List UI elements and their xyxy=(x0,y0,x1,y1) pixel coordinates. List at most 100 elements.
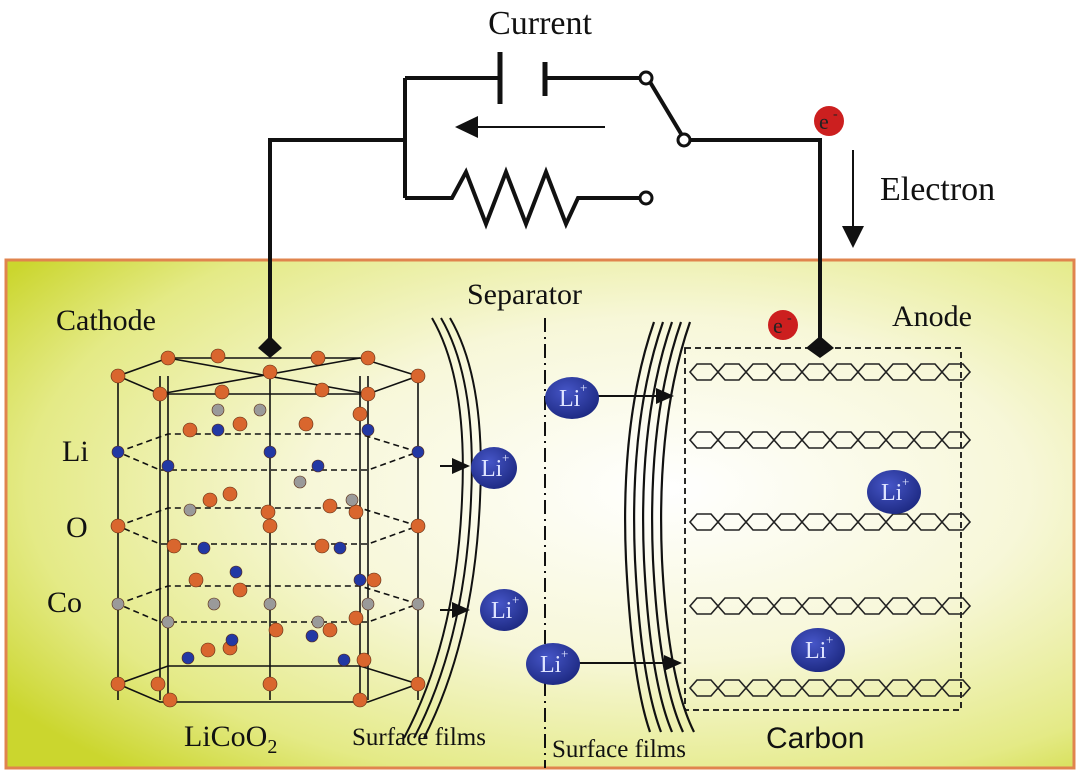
svg-text:+: + xyxy=(826,632,833,647)
electron-flow-arrow xyxy=(842,150,864,248)
graphite-layers xyxy=(688,363,972,697)
oxygen-atom xyxy=(214,384,230,400)
anode-frame xyxy=(684,347,962,711)
oxygen-atom xyxy=(162,692,178,708)
svg-text:e: e xyxy=(773,313,783,338)
lithium-ion: Li+ xyxy=(471,447,517,489)
legend-co-label: Co xyxy=(47,586,82,619)
oxygen-atom xyxy=(314,382,330,398)
svg-text:Li: Li xyxy=(805,638,827,664)
electron-label: Electron xyxy=(880,171,995,208)
oxygen-atom xyxy=(360,350,376,366)
oxygen-atom xyxy=(352,692,368,708)
svg-text:+: + xyxy=(561,646,568,661)
switch xyxy=(638,70,692,206)
lithium-ion: Li+ xyxy=(791,628,845,672)
oxygen-atom xyxy=(110,518,126,534)
oxygen-atom xyxy=(200,642,216,658)
external-circuit xyxy=(268,52,822,345)
surface-films-right-label: Surface films xyxy=(552,736,686,763)
cobalt-atom xyxy=(411,597,425,611)
graphite-layer xyxy=(688,597,972,615)
current-arrow xyxy=(455,116,605,138)
lithium-ions: Li+Li+Li+Li+Li+Li+ xyxy=(471,377,921,685)
lithium-atom xyxy=(411,445,425,459)
current-label: Current xyxy=(488,5,592,42)
legend-o-label: O xyxy=(66,511,88,544)
cobalt-atom xyxy=(207,597,221,611)
svg-text:Li: Li xyxy=(881,480,903,506)
oxygen-atom xyxy=(166,538,182,554)
cathode-label: Cathode xyxy=(56,304,156,337)
oxygen-atom xyxy=(262,364,278,380)
lithium-ion: Li+ xyxy=(526,643,580,685)
oxygen-atom xyxy=(356,652,372,668)
graphite-layer xyxy=(688,679,972,697)
oxygen-atom xyxy=(262,676,278,692)
oxygen-atom xyxy=(348,610,364,626)
cobalt-atom xyxy=(183,503,197,517)
oxygen-atom xyxy=(210,348,226,364)
oxygen-atom xyxy=(314,538,330,554)
oxygen-atom xyxy=(352,406,368,422)
oxygen-atom xyxy=(110,676,126,692)
oxygen-atom xyxy=(152,386,168,402)
cobalt-atom xyxy=(161,615,175,629)
svg-text:-: - xyxy=(833,107,838,122)
oxygen-atom xyxy=(110,368,126,384)
surface-films-right xyxy=(624,321,695,733)
oxygen-atom xyxy=(298,416,314,432)
lithium-atom xyxy=(225,633,239,647)
oxygen-atom xyxy=(410,368,426,384)
lithium-atom xyxy=(181,651,195,665)
lithium-atom xyxy=(111,445,125,459)
svg-text:-: - xyxy=(787,311,792,326)
lithium-ion: Li+ xyxy=(480,589,528,631)
licoo2-lattice xyxy=(110,348,426,708)
cobalt-atom xyxy=(263,597,277,611)
lithium-atom xyxy=(211,423,225,437)
oxygen-atom xyxy=(182,422,198,438)
oxygen-atom xyxy=(232,416,248,432)
oxygen-atom xyxy=(366,572,382,588)
electron-anode: e - xyxy=(768,310,798,340)
svg-text:Li: Li xyxy=(540,652,562,678)
oxygen-atom xyxy=(202,492,218,508)
lithium-ion: Li+ xyxy=(867,470,921,514)
svg-text:+: + xyxy=(902,474,909,489)
cobalt-atom xyxy=(211,403,225,417)
cell-panel xyxy=(4,258,1076,770)
oxygen-atom xyxy=(232,582,248,598)
separator-label: Separator xyxy=(467,278,582,311)
lithium-atom xyxy=(337,653,351,667)
lithium-atom xyxy=(311,459,325,473)
electron-top: e - xyxy=(814,106,844,136)
graphite-layer xyxy=(688,513,972,531)
anode-terminal xyxy=(806,336,834,358)
svg-text:+: + xyxy=(502,450,509,465)
svg-text:Li: Li xyxy=(559,386,581,412)
cathode-material-label: LiCoO2 xyxy=(184,720,277,758)
lithium-atom xyxy=(361,423,375,437)
lithium-atom xyxy=(263,445,277,459)
cobalt-atom xyxy=(361,597,375,611)
oxygen-atom xyxy=(410,518,426,534)
oxygen-atom xyxy=(268,622,284,638)
cobalt-atom xyxy=(311,615,325,629)
oxygen-atom xyxy=(222,486,238,502)
cobalt-atom xyxy=(253,403,267,417)
cobalt-atom xyxy=(111,597,125,611)
cathode-terminal xyxy=(258,336,282,358)
lithium-ion: Li+ xyxy=(545,377,599,419)
anode-label: Anode xyxy=(892,300,972,333)
oxygen-atom xyxy=(322,498,338,514)
svg-text:Li: Li xyxy=(491,598,513,624)
oxygen-atom xyxy=(348,504,364,520)
svg-text:e: e xyxy=(819,109,829,134)
oxygen-atom xyxy=(322,622,338,638)
lithium-atom xyxy=(229,565,243,579)
oxygen-atom xyxy=(360,386,376,402)
graphite-layer xyxy=(688,431,972,449)
oxygen-atom xyxy=(410,676,426,692)
